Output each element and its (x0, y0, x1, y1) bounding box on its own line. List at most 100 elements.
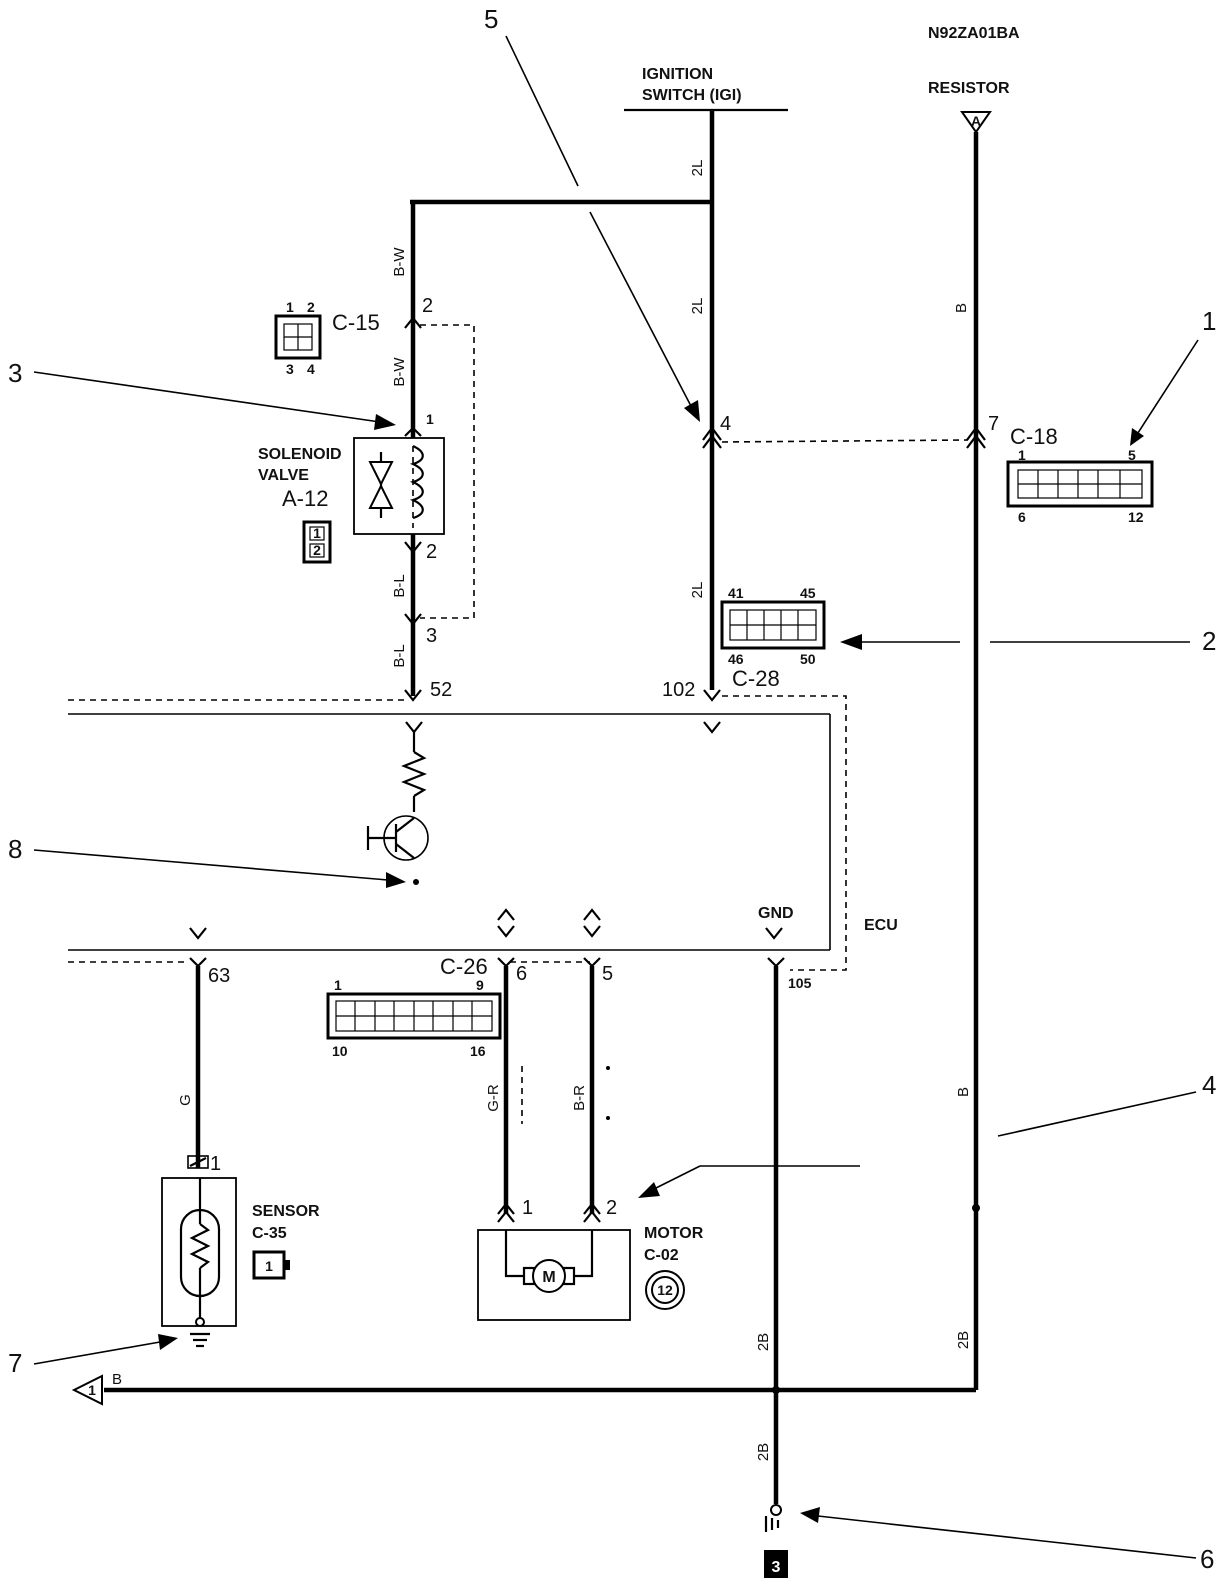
ground-badge: 3 (764, 1550, 788, 1578)
ecu-internal-gnd-marker (765, 927, 783, 940)
ground-splice-dot (772, 1386, 780, 1394)
c18-pin-1: 1 (1018, 447, 1026, 463)
pin-c15-bottom: 3 (426, 625, 437, 647)
callout-8-leader (33, 849, 389, 881)
callout-2-arrowhead (840, 634, 862, 650)
c26-code: C-26 (440, 954, 488, 979)
c18-connector-icon (1006, 460, 1154, 508)
callout-7-leader (33, 1341, 161, 1365)
c28-connector-icon (720, 600, 826, 650)
ign-junction-4 (702, 426, 722, 449)
wire-color-resistor-bottom: 2B (955, 1331, 972, 1349)
ecu-pin105-marker (767, 957, 785, 968)
c35-connector-icon: 1 (252, 1250, 290, 1280)
callout-3: 3 (8, 358, 22, 388)
pin-ecu-105: 105 (788, 975, 812, 991)
c18-code: C-18 (1010, 424, 1058, 449)
c26-pin-1: 1 (334, 977, 342, 993)
c15-connector-icon (274, 314, 322, 360)
wire-color-motor-left: G-R (485, 1084, 502, 1112)
sensor-code: C-35 (252, 1225, 287, 1242)
c26-pin5-marker (583, 957, 601, 968)
callout-3-leader (33, 371, 381, 423)
callout-4: 4 (1202, 1070, 1216, 1100)
ign-c18-shield-dash (721, 439, 969, 443)
diagram-code: N92ZA01BA (928, 25, 1020, 42)
pin-c18-7: 7 (988, 413, 999, 435)
a12-connector-icon: 1 2 (302, 520, 332, 564)
callout-6-arrowhead (800, 1507, 820, 1523)
wire-color-bw-low: B-W (391, 357, 408, 387)
callout-8: 8 (8, 834, 22, 864)
ecu-internal-102-marker (703, 721, 721, 734)
callout-5-leader-top (505, 35, 579, 187)
motor-right-dot-2 (606, 1116, 610, 1120)
ecu-internal-c26-5-marker (583, 908, 601, 938)
c35-conn-pin: 1 (265, 1258, 273, 1274)
left-arrow-terminal: 1 (71, 1374, 103, 1406)
callout-5-arrowhead (684, 400, 700, 422)
solenoid-label-1: SOLENOID (258, 446, 342, 463)
solenoid-valve (353, 426, 445, 535)
ecu-internal-c26-6-marker (497, 908, 515, 938)
pin-ecu-63: 63 (208, 965, 230, 987)
motor-pin2-marker (583, 1202, 601, 1223)
callout-6: 6 (1200, 1544, 1214, 1574)
motor-code: C-02 (644, 1247, 679, 1264)
ground-badge-text: 3 (772, 1559, 781, 1576)
motor-pin-right: 2 (606, 1197, 617, 1219)
c26-pin-9: 9 (476, 977, 484, 993)
c15-shield-dash (420, 324, 475, 619)
ecu-internal-63-marker (189, 927, 207, 940)
resistor-label: RESISTOR (928, 80, 1010, 97)
wire-color-motor-right: B-R (571, 1085, 588, 1111)
pin-c15-top: 2 (422, 295, 433, 317)
resistor-terminal-letter: A (971, 113, 981, 129)
ecu-transistor-icon (366, 815, 429, 885)
c15-pin-1: 1 (286, 299, 294, 315)
ecu-pin63-marker (189, 957, 207, 968)
c15-code: C-15 (332, 310, 380, 335)
c15-pin-3: 3 (286, 361, 294, 377)
sensor-pin1-marker (187, 1155, 209, 1169)
a12-conn-pin-1: 1 (313, 525, 321, 541)
c28-pin-45: 45 (800, 585, 816, 601)
resistor-terminal: A (960, 111, 992, 134)
ecu-internal-resistor (401, 751, 427, 797)
c15-pin3-marker (404, 613, 422, 626)
callout-1-leader (1135, 339, 1199, 437)
pin-ign-4: 4 (720, 413, 731, 435)
pin-c26-5: 5 (602, 963, 613, 985)
pin-ecu-102: 102 (662, 679, 695, 701)
pin-ecu-52: 52 (430, 679, 452, 701)
callout-1-arrowhead (1130, 428, 1144, 446)
motor-pin1-marker (497, 1202, 515, 1223)
wire-color-ign-low: 2L (689, 582, 706, 599)
c18-junction-7 (966, 426, 986, 449)
motor-right-dot-1 (606, 1066, 610, 1070)
wire-color-gnd-upper: 2B (755, 1333, 772, 1351)
wire-color-ign-mid: 2L (689, 298, 706, 315)
c18-pin-6: 6 (1018, 509, 1026, 525)
svg-text:M: M (542, 1269, 555, 1286)
c15-pin-4: 4 (307, 361, 315, 377)
wire-color-resistor-top: B (953, 303, 970, 313)
c18-pin-12: 12 (1128, 509, 1144, 525)
wire-color-bl-top: B-L (391, 574, 408, 597)
c28-pin-46: 46 (728, 651, 744, 667)
c26-pin-10: 10 (332, 1043, 348, 1059)
c26-pin-16: 16 (470, 1043, 486, 1059)
c18-pin-5: 5 (1128, 447, 1136, 463)
wire-color-arrow-left: B (112, 1371, 122, 1388)
solenoid-label-2: VALVE (258, 467, 309, 484)
callout-4-leader-left (651, 1165, 701, 1191)
callout-6-leader (817, 1515, 1197, 1559)
callout-2: 2 (1202, 626, 1216, 656)
ecu-pin102-marker (703, 689, 721, 702)
svg-text:1: 1 (88, 1382, 96, 1398)
sensor-label: SENSOR (252, 1203, 320, 1220)
callout-8-arrowhead (386, 872, 406, 888)
ecu-right-shield-dash (722, 695, 847, 971)
ignition-switch-label-2: SWITCH (IGI) (642, 87, 742, 104)
ignition-switch-label-1: IGNITION (642, 66, 713, 83)
